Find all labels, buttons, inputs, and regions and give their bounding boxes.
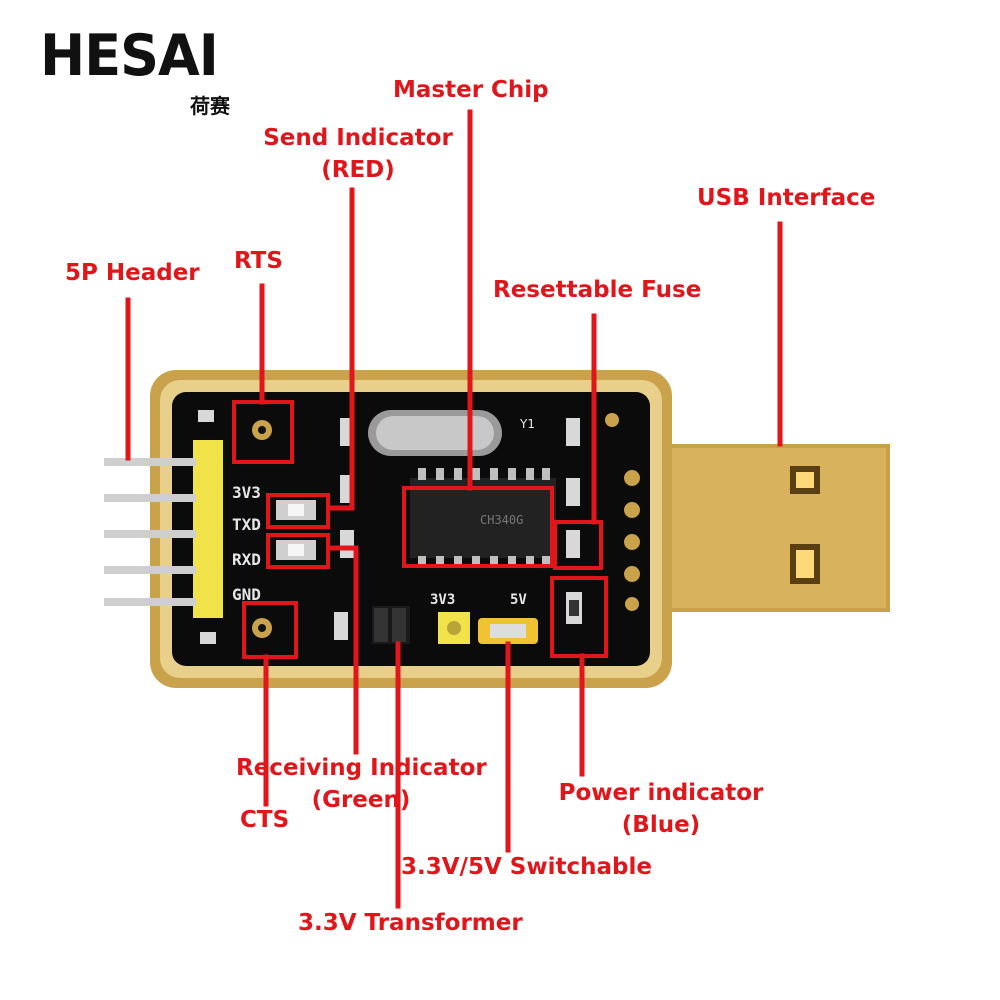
chip: CH340G	[410, 468, 556, 568]
receive-led-box	[266, 533, 330, 569]
label-receiving-indicator: Receiving Indicator (Green)	[236, 752, 487, 816]
label-resettable-fuse: Resettable Fuse	[493, 277, 702, 303]
voltage-jumper: 3V3 5V	[372, 592, 538, 644]
crystal-label: Y1	[519, 417, 535, 431]
brand-logo: HESAI 荷赛	[40, 22, 260, 118]
label-send-indicator-line2: (RED)	[321, 157, 395, 183]
power-led-box	[550, 576, 608, 658]
label-cts: CTS	[240, 807, 290, 833]
label-send-indicator-line1: Send Indicator	[263, 125, 453, 151]
chip-marking: CH340G	[480, 513, 523, 527]
label-usb-interface: USB Interface	[697, 185, 876, 211]
label-switchable: 3.3V/5V Switchable	[401, 854, 652, 880]
label-receiving-indicator-line2: (Green)	[311, 787, 411, 813]
cts-box	[242, 601, 298, 659]
send-led-box	[266, 493, 330, 529]
master-chip-box	[402, 486, 554, 568]
label-5p-header: 5P Header	[65, 260, 200, 286]
label-send-indicator: Send Indicator (RED)	[263, 122, 453, 186]
pin-labels: 3V3 TXD RXD GND	[232, 483, 261, 604]
label-master-chip: Master Chip	[393, 77, 549, 103]
label-rts: RTS	[234, 248, 283, 274]
label-receiving-indicator-line1: Receiving Indicator	[236, 755, 487, 781]
pin-label: TXD	[232, 515, 261, 534]
highlight-boxes	[232, 400, 608, 659]
jumper-3v3-label: 3V3	[430, 592, 455, 608]
label-transformer: 3.3V Transformer	[298, 910, 523, 936]
pin-label: 3V3	[232, 483, 261, 502]
label-power-indicator-line2: (Blue)	[621, 812, 701, 838]
pin-header	[104, 440, 223, 618]
fuse-box	[553, 520, 603, 570]
leader-lines	[125, 109, 783, 909]
brand-subtitle: 荷赛	[190, 94, 230, 118]
jumper-5v-label: 5V	[510, 592, 527, 608]
pin-label: GND	[232, 585, 261, 604]
usb-plug	[638, 444, 890, 612]
pin-label: RXD	[232, 550, 261, 569]
label-power-indicator-line1: Power indicator	[558, 780, 764, 806]
brand-name: HESAI	[40, 22, 219, 89]
label-power-indicator: Power indicator (Blue)	[558, 777, 764, 841]
